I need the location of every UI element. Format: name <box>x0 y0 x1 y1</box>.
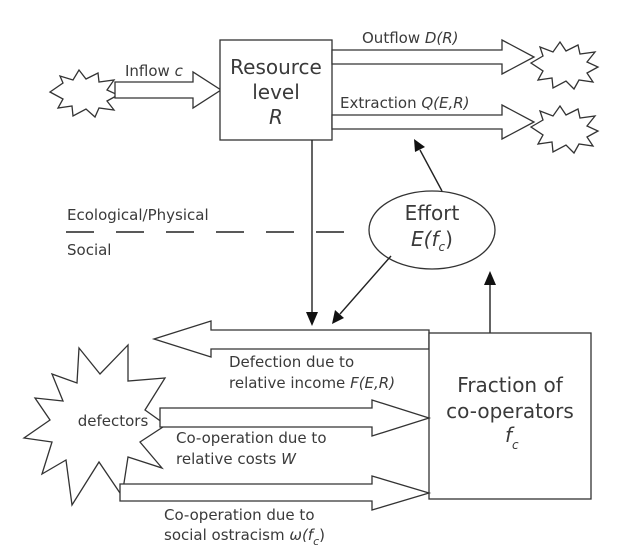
ecological-label: Ecological/Physical <box>67 206 209 224</box>
cooperation-ostracism-line2: social ostracism ω(fc) <box>164 526 325 548</box>
fraction-subtitle: co-operators <box>446 399 574 423</box>
outflow-arrow <box>331 38 536 76</box>
cooperation-costs-line1: Co-operation due to <box>176 429 327 447</box>
cooperation-costs-line2: relative costs W <box>176 450 297 468</box>
extraction-arrow <box>331 103 536 141</box>
cooperation-ostracism-arrow <box>119 475 432 511</box>
effort-ellipse <box>368 190 496 270</box>
cooperation-ostracism-line1: Co-operation due to <box>164 506 315 524</box>
defection-label-line2: relative income F(E,R) <box>229 374 395 392</box>
fraction-symbol: fc <box>505 423 519 452</box>
extraction-sink-cloud <box>529 104 600 155</box>
defection-arrow <box>151 320 430 358</box>
resource-subtitle: level <box>252 80 300 104</box>
inflow-arrow <box>114 70 223 110</box>
effort-to-fraction-arrowhead <box>332 310 344 324</box>
extraction-label: Extraction Q(E,R) <box>340 94 470 112</box>
effort-to-extraction-line <box>419 149 443 192</box>
resource-to-fraction-arrowhead <box>306 312 318 326</box>
fraction-title: Fraction of <box>457 373 563 397</box>
inflow-label: Inflow c <box>125 62 184 80</box>
effort-to-fraction-line <box>339 255 392 315</box>
resource-title: Resource <box>230 55 322 79</box>
fraction-cooperators-box <box>428 332 592 500</box>
defectors-starburst <box>22 343 168 507</box>
defection-label-line1: Defection due to <box>229 353 354 371</box>
defectors-label: defectors <box>78 412 149 430</box>
outflow-label: Outflow D(R) <box>362 29 459 47</box>
outflow-sink-cloud <box>529 40 600 91</box>
source-cloud <box>48 68 120 119</box>
resource-level-box <box>219 39 333 141</box>
effort-symbol: E(fc) <box>411 227 453 254</box>
resource-symbol: R <box>269 105 283 129</box>
effort-to-extraction-arrowhead <box>414 139 425 152</box>
social-label: Social <box>67 241 111 259</box>
effort-title: Effort <box>405 201 460 225</box>
cooperation-costs-arrow <box>159 399 432 437</box>
fraction-to-effort-arrowhead <box>484 271 496 285</box>
